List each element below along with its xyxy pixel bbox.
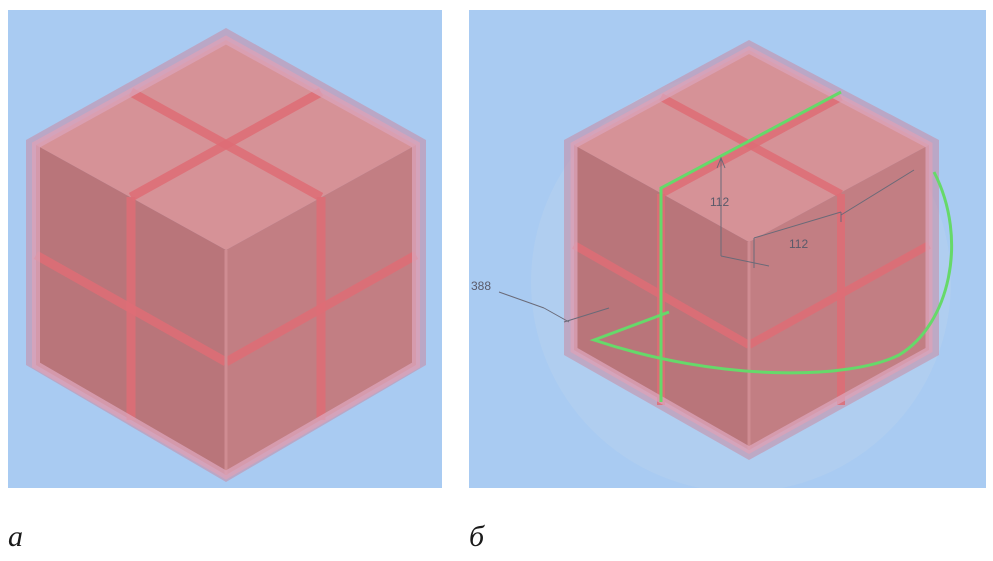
caption-b: б — [469, 520, 485, 553]
right-horizontal-seam — [747, 241, 931, 349]
cube-outline — [570, 46, 933, 455]
top-seam-2 — [128, 88, 324, 201]
cube-drawing-b: 112 112 388 — [469, 10, 986, 488]
cube-drawing-a — [8, 10, 442, 488]
left-horizontal-seam — [33, 251, 229, 366]
dimension-label-1: 112 — [710, 195, 729, 209]
right-horizontal-seam — [223, 251, 419, 366]
section-curve-arc — [589, 171, 954, 375]
section-curve-vertical — [659, 90, 842, 402]
dimension-lines — [498, 156, 915, 323]
top-seam-2 — [659, 93, 843, 198]
cube-view-b: 112 112 388 — [469, 10, 986, 488]
cube-outline — [32, 35, 420, 480]
cube-view-a — [8, 10, 442, 488]
dimension-label-2: 112 — [789, 237, 808, 251]
dimension-label-3: 388 — [471, 279, 491, 293]
caption-a: а — [8, 520, 23, 553]
